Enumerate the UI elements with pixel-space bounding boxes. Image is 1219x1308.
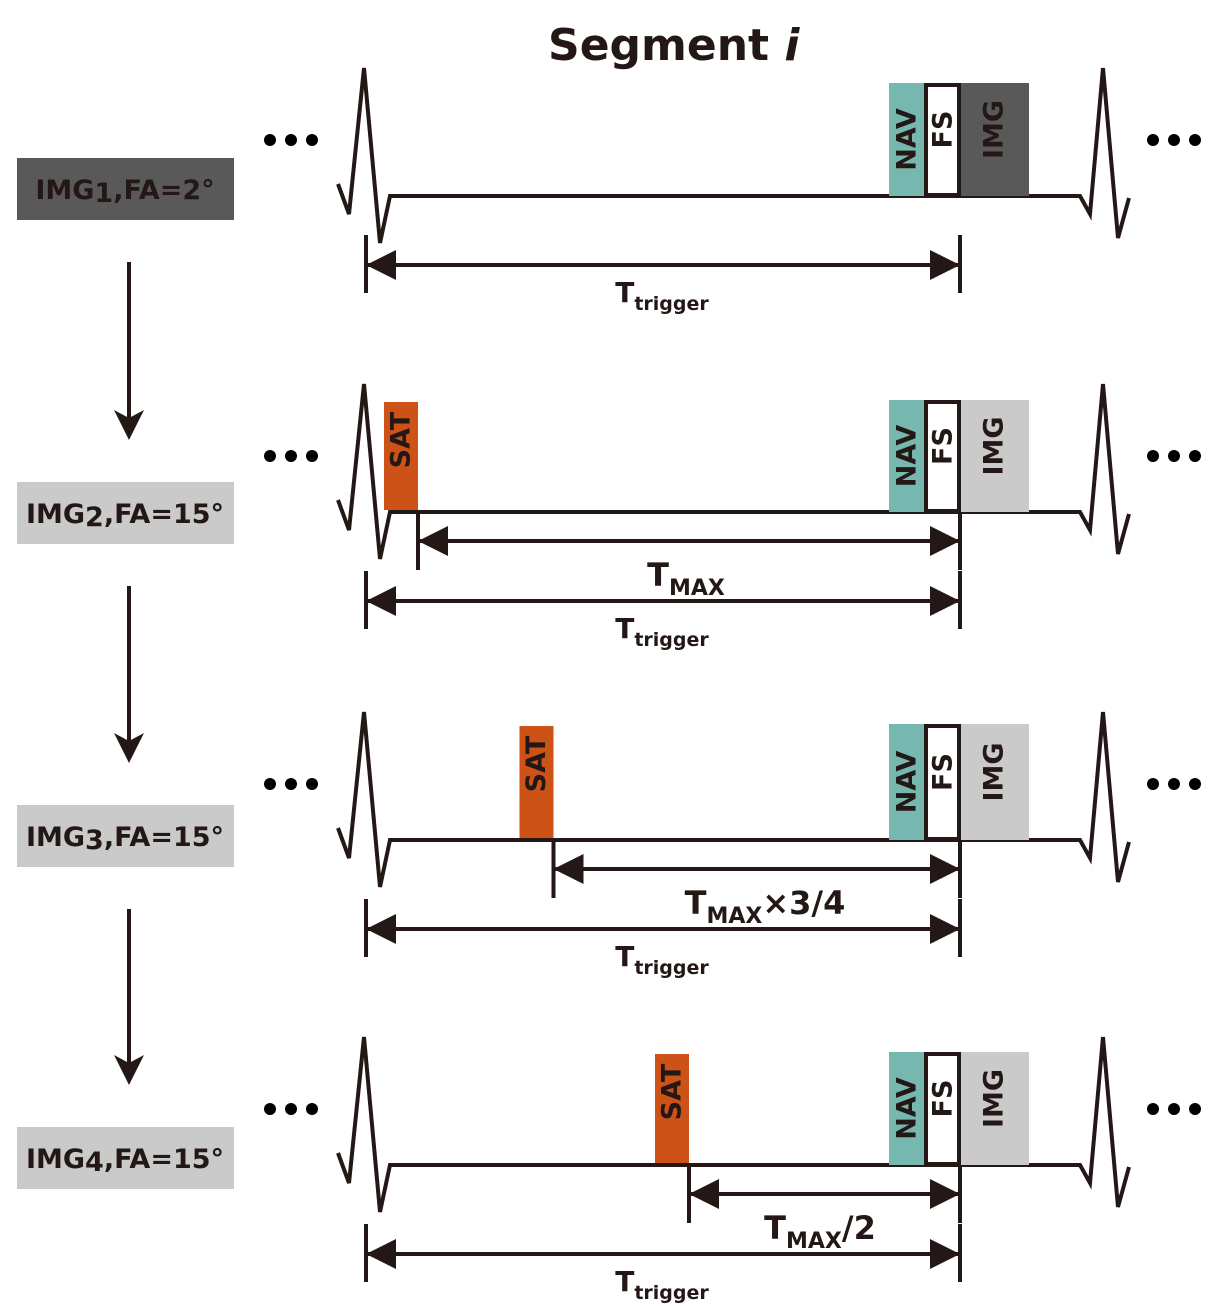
ellipsis-dot <box>1168 450 1180 462</box>
tmax-label: TMAX×3/4 <box>685 884 846 929</box>
trigger-label: Ttrigger <box>615 276 709 315</box>
fs-block <box>924 400 961 513</box>
ellipsis-dot <box>1168 778 1180 790</box>
trigger-label: Ttrigger <box>615 940 709 979</box>
tmax-label: TMAX/2 <box>764 1209 876 1254</box>
label-box-background <box>17 482 234 544</box>
fs-block <box>924 724 961 841</box>
ellipsis-dot <box>1147 450 1159 462</box>
fs-block-label: FS <box>928 111 959 149</box>
nav-block <box>889 400 924 512</box>
ecg-r-wave <box>1064 67 1131 239</box>
fs-block <box>924 83 961 197</box>
nav-block-label: NAV <box>892 425 923 488</box>
label-box-background <box>17 805 234 867</box>
ellipsis-dot <box>306 778 318 790</box>
ecg-r-wave <box>1064 711 1131 883</box>
nav-block <box>889 724 924 840</box>
ecg-r-wave <box>1064 1036 1131 1208</box>
flow-arrow-down-icon <box>114 733 144 763</box>
label-box-background <box>17 158 234 220</box>
diagram-title: Segment i <box>548 20 800 71</box>
image-label: IMG4,FA=15° <box>26 1144 224 1178</box>
ellipsis-dot <box>1147 1103 1159 1115</box>
ellipsis-dot <box>1189 450 1201 462</box>
trigger-label: Ttrigger <box>615 1265 709 1304</box>
flow-arrow-down-icon <box>114 410 144 440</box>
nav-block-label: NAV <box>892 751 923 814</box>
img-block-label: IMG <box>979 742 1010 801</box>
ellipsis-dot <box>306 134 318 146</box>
nav-block <box>889 83 924 196</box>
fs-block-label: FS <box>928 1080 959 1118</box>
image-label-box: IMG4,FA=15° <box>17 1127 234 1189</box>
fs-block <box>924 1052 961 1166</box>
ellipsis-dot <box>1189 134 1201 146</box>
sat-block <box>384 402 418 510</box>
img-block <box>961 724 1029 840</box>
img-block <box>961 400 1029 512</box>
ellipsis-dot <box>285 450 297 462</box>
ellipsis-dot <box>264 778 276 790</box>
ecg-r-wave <box>1064 383 1131 555</box>
image-label: IMG3,FA=15° <box>26 822 224 856</box>
sat-block <box>655 1054 689 1163</box>
nav-block-label: NAV <box>892 1077 923 1140</box>
label-box-background <box>17 1127 234 1189</box>
img-block <box>961 83 1029 196</box>
ecg-r-wave <box>336 67 400 244</box>
sat-block-label: SAT <box>521 735 552 792</box>
image-label-box: IMG2,FA=15° <box>17 482 234 544</box>
ellipsis-dot <box>264 134 276 146</box>
img-block-label: IMG <box>979 416 1010 475</box>
image-label-box: IMG3,FA=15° <box>17 805 234 867</box>
ellipsis-dot <box>1168 1103 1180 1115</box>
image-label-box: IMG1,FA=2° <box>17 158 234 220</box>
trigger-label: Ttrigger <box>615 612 709 651</box>
sat-block-label: SAT <box>386 411 417 468</box>
ellipsis-dot <box>1189 1103 1201 1115</box>
image-label: IMG2,FA=15° <box>26 499 224 533</box>
ellipsis-dot <box>1168 134 1180 146</box>
ellipsis-dot <box>1147 134 1159 146</box>
tmax-label: TMAX <box>647 556 725 601</box>
image-label: IMG1,FA=2° <box>35 175 214 209</box>
flow-arrow-down-icon <box>114 1055 144 1085</box>
ellipsis-dot <box>1147 778 1159 790</box>
ellipsis-dot <box>285 134 297 146</box>
ellipsis-dot <box>306 450 318 462</box>
nav-block <box>889 1052 924 1165</box>
ellipsis-dot <box>285 1103 297 1115</box>
ecg-r-wave <box>336 711 400 888</box>
img-block <box>961 1052 1029 1165</box>
ellipsis-dot <box>306 1103 318 1115</box>
ellipsis-dot <box>264 1103 276 1115</box>
img-block-label: IMG <box>979 1069 1010 1128</box>
ellipsis-dot <box>1189 778 1201 790</box>
ecg-r-wave <box>336 1036 400 1213</box>
ecg-r-wave <box>336 383 400 560</box>
fs-block-label: FS <box>928 753 959 791</box>
ellipsis-dot <box>264 450 276 462</box>
sat-block <box>519 726 554 838</box>
nav-block-label: NAV <box>892 108 923 171</box>
img-block-label: IMG <box>979 100 1010 159</box>
ellipsis-dot <box>285 778 297 790</box>
fs-block-label: FS <box>928 427 959 465</box>
sat-block-label: SAT <box>657 1063 688 1120</box>
